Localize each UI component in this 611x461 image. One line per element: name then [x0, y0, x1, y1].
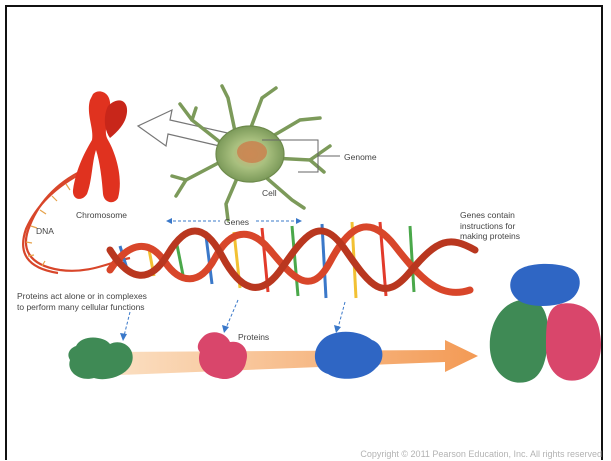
protein-green [68, 338, 132, 380]
double-helix [110, 222, 475, 298]
flow-arrow [95, 340, 478, 376]
proteins-act-label: Proteins act alone or in complexes to pe… [17, 291, 152, 312]
protein-complex [490, 264, 601, 383]
helix-to-protein-arrowheads [120, 325, 341, 341]
dna-label: DNA [36, 226, 54, 237]
protein-blue [315, 332, 383, 379]
chromosome [73, 91, 127, 202]
cell-nucleus [237, 141, 267, 163]
helix-to-protein-arrows [124, 300, 345, 336]
chromosome-label: Chromosome [76, 210, 127, 221]
genome-label: Genome [344, 152, 377, 163]
genes-contain-label: Genes contain instructions for making pr… [460, 210, 535, 242]
proteins-label: Proteins [238, 332, 269, 343]
copyright-notice: Copyright © 2011 Pearson Education, Inc.… [360, 449, 602, 459]
cell-label: Cell [262, 188, 277, 199]
genes-label: Genes [224, 217, 249, 228]
